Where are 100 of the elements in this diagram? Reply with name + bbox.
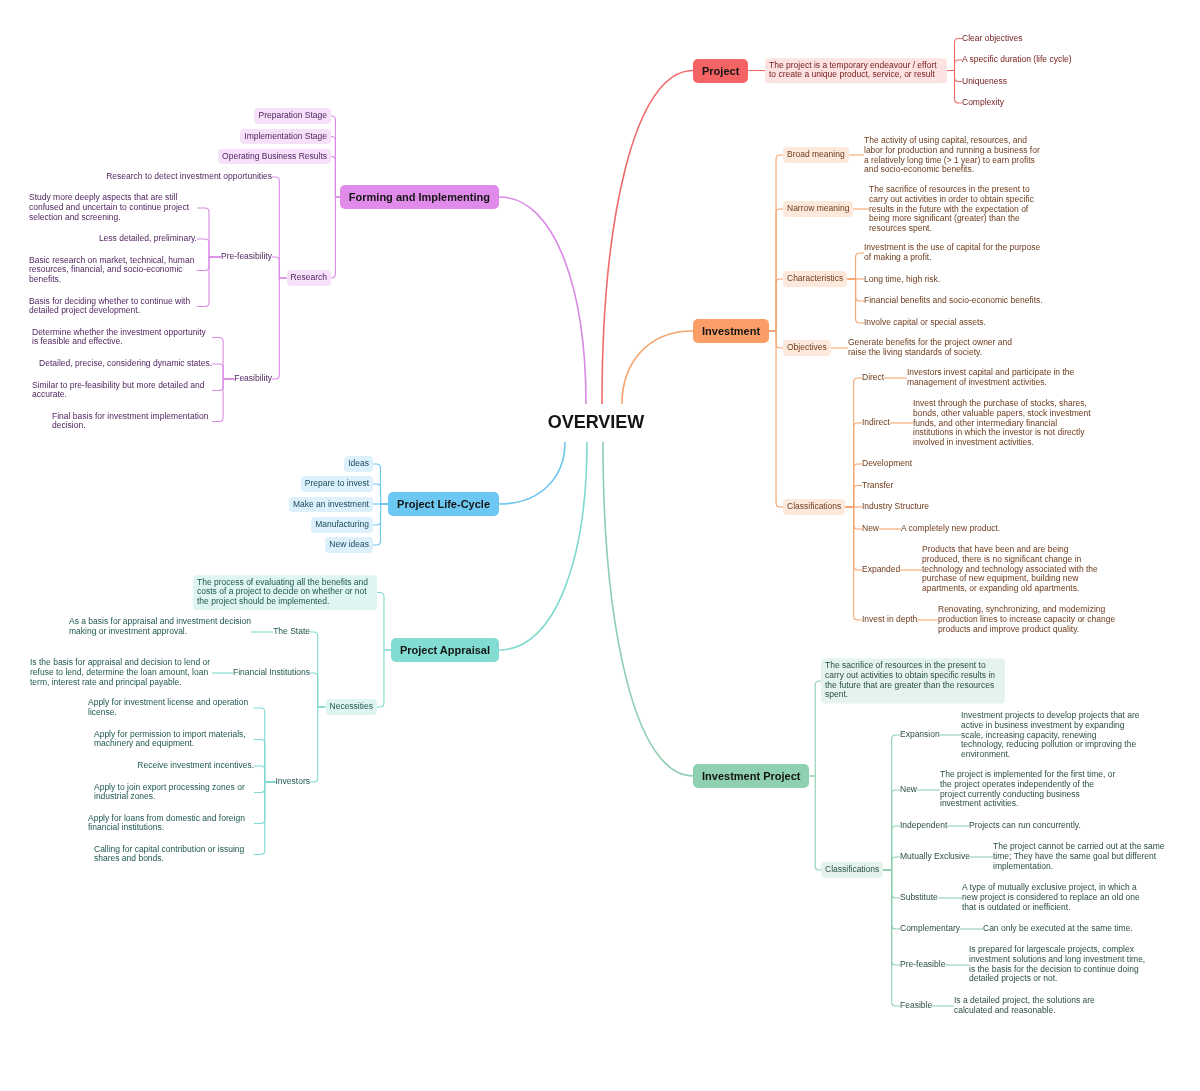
connector-line: [916, 789, 941, 791]
main-topic-box: Investment Project: [693, 764, 810, 788]
connector-line: [944, 964, 970, 966]
description-text: Investment projects to develop projects that are active in business investment by expanding scale, increasing capacity, renewing technology, reducing pollution or improving the environment.: [961, 710, 1141, 760]
description-text: Products that have been and are being produced, there is no significant change in technology and technology associated with the purchase of new equipment, building new apartments, or expanding old apartments.: [922, 544, 1106, 594]
connector-line: [372, 503, 389, 546]
description-text: Investment is the use of capital for the purpose of making a profit.: [864, 243, 1044, 263]
branch-curve: [498, 441, 588, 651]
connector-line: [883, 377, 908, 379]
branch-curve: [602, 441, 694, 777]
subtopic-text: Complementary: [900, 924, 960, 934]
connector-line: [852, 208, 870, 210]
description-text: Apply to join export processing zones or industrial zones.: [94, 782, 254, 803]
description-text: Research to detect investment opportunities: [106, 172, 272, 182]
description-text: Study more deeply aspects that are still confused and uncertain to continue project selection and screening.: [29, 193, 197, 223]
subtopic-pill: Ideas: [344, 456, 373, 472]
description-text: Calling for capital contribution or issuing shares and bonds.: [94, 844, 254, 865]
main-topic-box: Investment: [693, 319, 770, 343]
description-text: Detailed, precise, considering dynamic states.: [39, 359, 212, 369]
description-text: Invest through the purchase of stocks, shares, bonds, other valuable papers, stock investment funds, and other intermediary financial institutions in which the investor is not directly involved in investment activities.: [913, 398, 1097, 448]
connector-line: [846, 278, 865, 324]
subtopic-pill: Operating Business Results: [218, 148, 331, 165]
subtopic-pill: The process of evaluating all the benefits and costs of a project to decide on whether or not the project should be implemented.: [193, 574, 377, 611]
subtopic-pill: Manufacturing: [311, 517, 373, 533]
description-text: The sacrifice of resources in the present to carry out activities in order to obtain specific results in the future with the expectation of being more significant (greater) than the resources spent.: [869, 184, 1045, 234]
description-text: Basis for deciding whether to continue with detailed project development.: [29, 296, 197, 317]
connector-line: [747, 69, 766, 72]
subtopic-text: Pre-feasible: [900, 960, 946, 970]
connector-line: [946, 825, 970, 827]
connector-line: [882, 869, 901, 1007]
subtopic-text: Transfer: [862, 480, 894, 491]
subtopic-text: New: [900, 785, 917, 795]
connector-line: [211, 672, 234, 674]
connector-line: [768, 330, 784, 508]
subtopic-pill: Preparation Stage: [254, 108, 331, 124]
subtopic-text: The State: [273, 627, 310, 637]
subtopic-pill: Make an investment: [288, 496, 373, 513]
connector-line: [937, 897, 963, 899]
subtopic-text: Mutually Exclusive: [900, 852, 970, 862]
connector-line: [330, 196, 341, 279]
subtopic-text: Investors: [275, 777, 310, 787]
subtopic-pill: The sacrifice of resources in the present to carry out activities to obtain specific results in the future that are greater than the resources spent.: [821, 658, 1005, 704]
connector-line: [889, 422, 914, 424]
description-text: A type of mutually exclusive project, in which a new project is considered to replace an old one that is outdated or inefficient.: [962, 883, 1148, 913]
main-topic-box: Project Appraisal: [390, 638, 499, 662]
subtopic-pill: Narrow meaning: [783, 201, 854, 217]
subtopic-text: New: [862, 524, 879, 534]
main-topic-box: Project Life-Cycle: [388, 492, 499, 516]
description-text: Can only be executed at the same time.: [983, 924, 1133, 934]
branch-curve: [498, 441, 566, 505]
subtopic-pill: Broad meaning: [783, 147, 849, 163]
description-text: Similar to pre-feasibility but more detailed and accurate.: [32, 380, 212, 401]
connector-line: [946, 69, 963, 104]
connector-line: [376, 649, 392, 708]
subtopic-text: Independent: [900, 821, 948, 831]
description-text: A completely new product.: [901, 524, 1001, 534]
description-text: Renovating, synchronizing, and modernizing production lines to increase capacity or change products and improve product quality.: [938, 605, 1124, 635]
description-text: Basic research on market, technical, human resources, financial, and socio-economic benefits.: [29, 255, 197, 286]
description-text: Apply for loans from domestic and foreign financial institutions.: [88, 813, 254, 834]
subtopic-text: Direct: [862, 373, 885, 383]
connector-line: [309, 706, 327, 783]
description-text: The project is implemented for the first time, or the project operates independently of the project currently conducting business investment activities.: [940, 770, 1118, 810]
description-text: Generate benefits for the project owner and raise the living standards of society.: [848, 338, 1020, 358]
subtopic-text: Feasible: [900, 1001, 933, 1011]
branch-curve: [498, 196, 587, 405]
description-text: Receive investment incentives.: [137, 761, 254, 771]
branch-curve: [601, 69, 694, 405]
subtopic-text: Invest in depth: [862, 615, 918, 625]
subtopic-text: Development: [862, 459, 913, 469]
description-text: Long time, high risk.: [864, 275, 941, 285]
description-text: Apply for permission to import materials, machinery and equipment.: [94, 729, 254, 750]
subtopic-pill: Research: [286, 270, 331, 286]
subtopic-text: Expanded: [862, 565, 901, 575]
subtopic-text: Expansion: [900, 730, 940, 740]
description-text: Apply for investment license and operation license.: [88, 698, 254, 718]
subtopic-text: Complexity: [962, 98, 1005, 108]
subtopic-text: Uniqueness: [962, 76, 1007, 87]
connector-line: [931, 1005, 955, 1007]
connector-line: [916, 619, 939, 621]
description-text: Is prepared for largescale projects, complex investment solutions and long investment time, is the basis for the decision to continue doing detailed projects or not.: [969, 945, 1151, 985]
connector-line: [271, 277, 288, 380]
subtopic-pill: Classifications: [821, 862, 884, 878]
description-text: Financial benefits and socio-economic benefits.: [864, 296, 1043, 306]
description-text: The project cannot be carried out at the same time; They have the same goal but different implementation.: [993, 842, 1173, 872]
description-text: The activity of using capital, resources, and labor for production and running a business for a relatively long time (> 1 year) to earn profits and socio-economic benefits.: [864, 136, 1042, 176]
subtopic-pill: New ideas: [325, 537, 373, 553]
description-text: Is the basis for appraisal and decision to lend or refuse to lend, determine the loan amount, loan term, interest rate and principal payable.: [30, 658, 212, 688]
connector-line: [969, 856, 994, 858]
main-topic-box: Forming and Implementing: [339, 185, 499, 209]
subtopic-text: A specific duration (life cycle): [962, 55, 1072, 65]
connector-line: [939, 734, 962, 736]
subtopic-pill: Implementation Stage: [240, 128, 331, 145]
subtopic-text: Financial Institutions: [233, 668, 310, 678]
description-text: Investors invest capital and participate in the management of investment activities.: [907, 368, 1081, 388]
central-topic-text: OVERVIEW: [541, 404, 651, 442]
subtopic-text: Industry Structure: [862, 502, 930, 512]
connector-line: [848, 154, 865, 156]
connector-line: [959, 928, 984, 930]
connector-line: [878, 528, 902, 530]
connector-line: [844, 506, 863, 621]
